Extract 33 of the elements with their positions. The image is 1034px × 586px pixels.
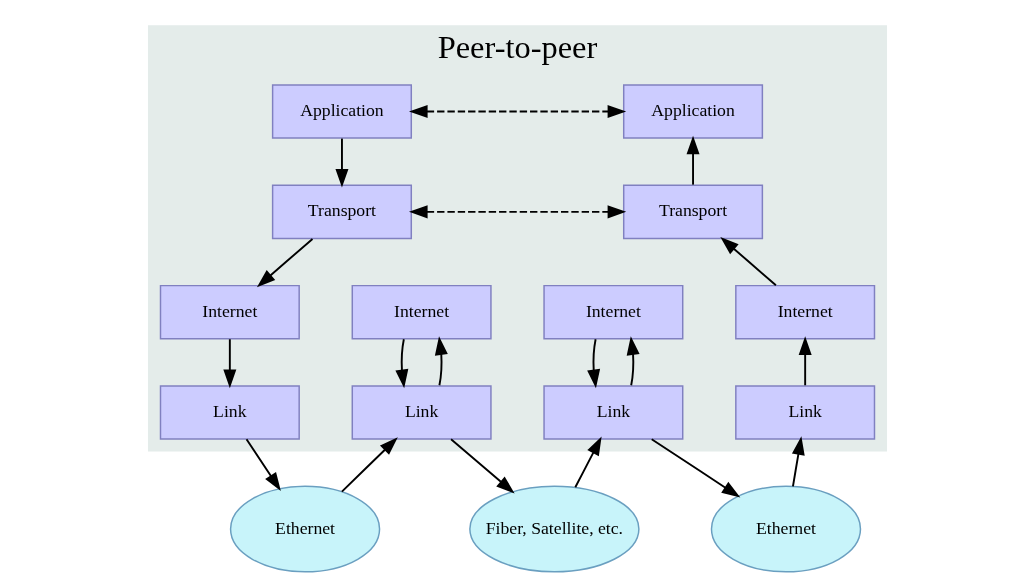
arrow — [222, 338, 236, 389]
arrow — [256, 237, 313, 288]
arrow — [650, 438, 740, 498]
node-box: Link — [159, 385, 300, 440]
arrow — [719, 237, 777, 287]
node-ellipse: Ethernet — [229, 485, 380, 573]
arrow — [245, 438, 281, 491]
arrow — [686, 135, 700, 186]
arrow — [408, 205, 626, 219]
node-box: Link — [351, 385, 492, 440]
arrow — [626, 336, 640, 387]
node-box: Application — [622, 84, 763, 139]
arrow — [408, 105, 626, 119]
arrow — [586, 338, 600, 389]
arrow — [449, 438, 515, 494]
arrow — [394, 338, 408, 389]
node-box: Internet — [159, 284, 300, 340]
node-box: Link — [734, 385, 875, 440]
arrow — [434, 336, 448, 387]
node-box: Application — [271, 84, 412, 139]
arrow — [573, 436, 602, 489]
node-box: Link — [542, 385, 683, 440]
node-box: Transport — [271, 184, 412, 240]
node-ellipse: Fiber, Satellite, etc. — [468, 485, 640, 573]
arrow — [334, 137, 348, 188]
arrow — [798, 336, 812, 387]
node-box: Internet — [542, 284, 683, 340]
node-box: Internet — [734, 284, 875, 340]
node-box: Transport — [622, 184, 763, 240]
node-box: Internet — [351, 284, 492, 340]
arrow — [791, 436, 805, 488]
arrow — [340, 437, 398, 493]
node-ellipse: Ethernet — [710, 485, 861, 573]
